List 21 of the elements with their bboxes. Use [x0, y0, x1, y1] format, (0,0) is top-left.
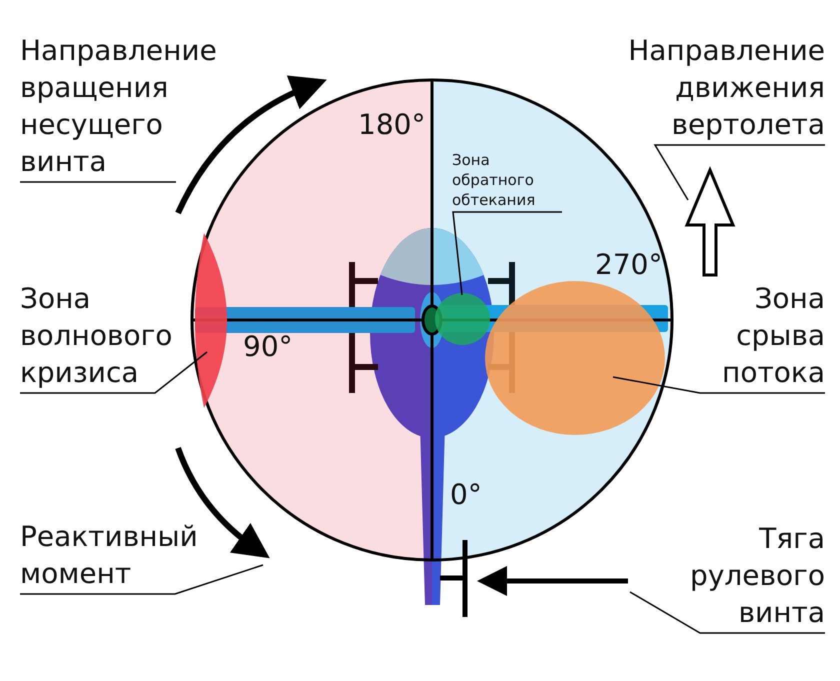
annotation-text: Зона обратного обтекания — [452, 150, 562, 210]
reverse-flow-zone — [435, 293, 490, 345]
annotation-text: Направление вращения несущего винта — [20, 32, 235, 180]
leader-line — [20, 181, 176, 183]
leader-line — [630, 591, 825, 634]
annotation-text: Реактивный момент — [20, 518, 250, 592]
angle-label: 180° — [358, 108, 426, 142]
annotation-text: Тяга рулевого винта — [625, 520, 825, 631]
leader-line — [654, 144, 825, 200]
angle-label: 0° — [450, 478, 482, 512]
leader-line — [452, 211, 562, 296]
leader-line — [20, 564, 264, 595]
angle-label: 270° — [595, 248, 662, 282]
annotation-text: Направление движения вертолета — [605, 32, 825, 143]
leader-line — [612, 376, 825, 394]
leader-line — [20, 351, 208, 394]
annotation-text: Зона волнового кризиса — [20, 280, 195, 391]
annotation-text: Зона срыва потока — [705, 280, 825, 391]
flow-stall-zone — [485, 281, 665, 435]
angle-label: 90° — [243, 330, 293, 364]
hollow-arrow — [685, 168, 735, 278]
